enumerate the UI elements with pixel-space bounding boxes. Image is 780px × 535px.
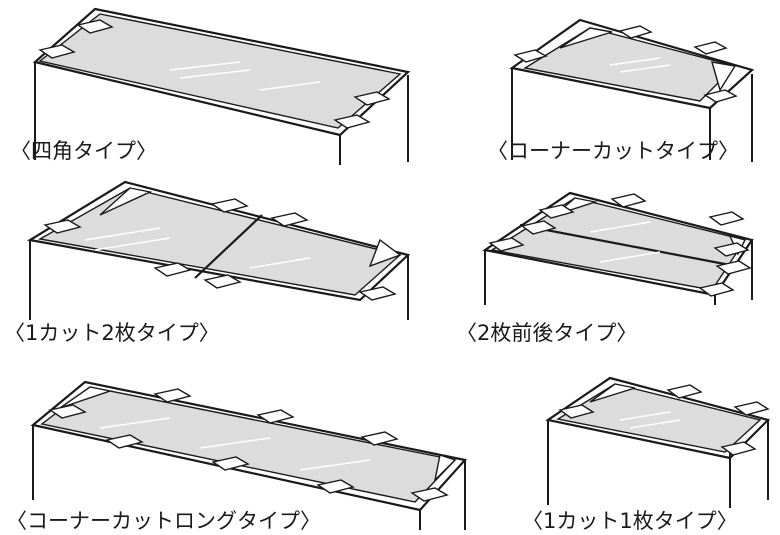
tank-illustration-corner-cut-long bbox=[30, 380, 468, 530]
tank-illustration-square bbox=[32, 7, 411, 165]
tank-illustration-one-cut-one bbox=[545, 376, 771, 508]
panel-label: 〈コーナーカットタイプ〉 bbox=[487, 139, 739, 163]
lid-clips-one-cut-one bbox=[558, 384, 770, 456]
panel-corner-cut-long: 〈コーナーカットロングタイプ〉 bbox=[6, 380, 468, 533]
panel-label: 〈四角タイプ〉 bbox=[10, 139, 157, 163]
lid-clips-square bbox=[38, 19, 391, 129]
lid-clips-one-cut-two bbox=[43, 198, 397, 301]
tank-illustration-two-front-back bbox=[482, 191, 754, 305]
panel-label: 〈1カット1枚タイプ〉 bbox=[522, 509, 738, 533]
panel-one-cut-one: 〈1カット1枚タイプ〉 bbox=[522, 376, 771, 533]
panel-one-cut-two: 〈1カット2枚タイプ〉 bbox=[4, 180, 411, 345]
panel-two-front-back: 〈2枚前後タイプ〉 bbox=[456, 191, 754, 345]
panel-label: 〈コーナーカットロングタイプ〉 bbox=[6, 509, 321, 533]
lid-clips-two-front-back bbox=[488, 193, 752, 297]
panel-corner-cut: 〈コーナーカットタイプ〉 bbox=[487, 18, 755, 163]
tank-illustration-corner-cut bbox=[509, 18, 755, 162]
tank-illustration-one-cut-two bbox=[26, 180, 411, 320]
lid-clips-corner-cut-long bbox=[48, 388, 449, 502]
panel-label: 〈1カット2枚タイプ〉 bbox=[4, 321, 220, 345]
panel-label: 〈2枚前後タイプ〉 bbox=[456, 321, 637, 345]
lid-clips-corner-cut bbox=[513, 25, 738, 103]
panel-square: 〈四角タイプ〉 bbox=[10, 7, 411, 165]
